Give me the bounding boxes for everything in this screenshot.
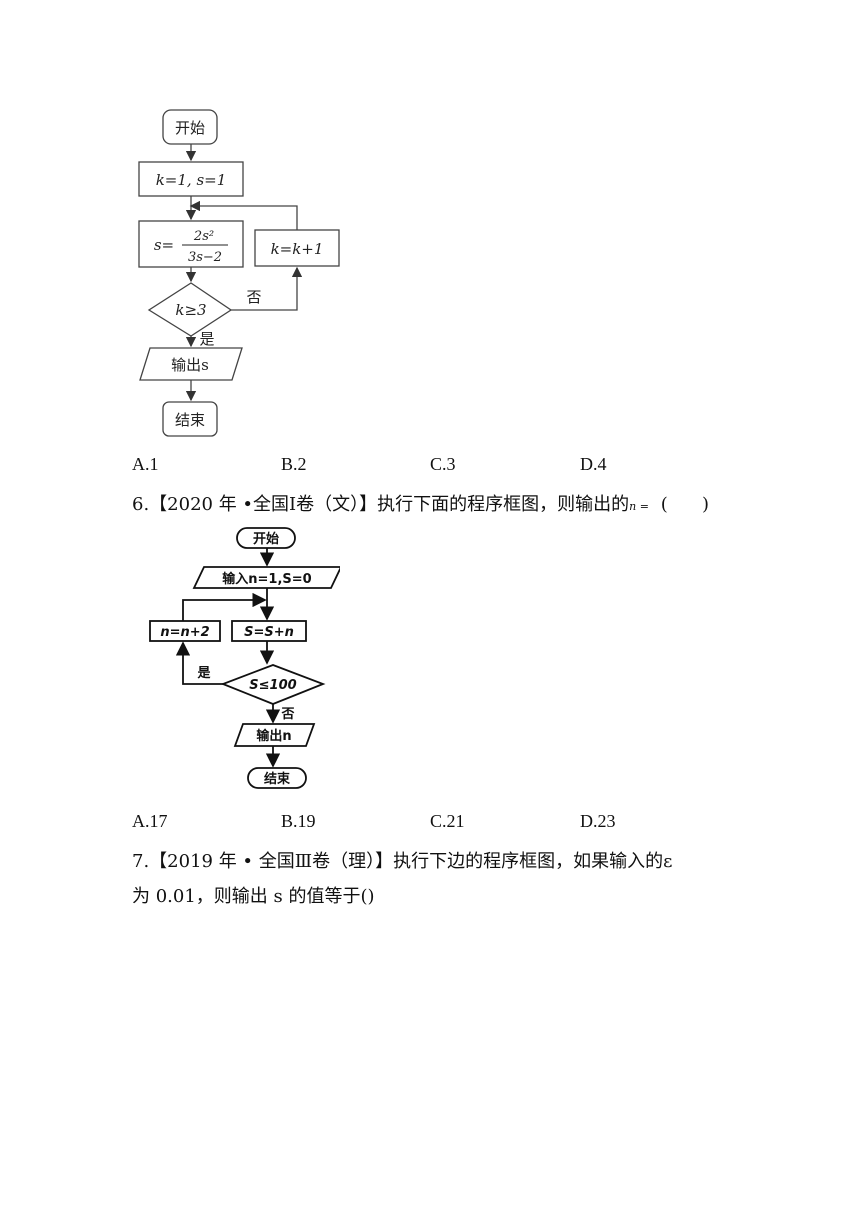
flowchart-2-condition-text: S≤100 xyxy=(249,678,296,693)
flowchart-1-init-text: k=1, s=1 xyxy=(156,171,227,189)
flowchart-1-condition-text: k≥3 xyxy=(175,301,206,319)
flowchart-1-assign-left: s= xyxy=(154,236,174,254)
flowchart-1-increment-text: k=k+1 xyxy=(271,240,324,258)
q5-option-b: B.2 xyxy=(281,454,307,474)
q5-option-a: A.1 xyxy=(132,454,159,474)
flowchart-2-start-box xyxy=(236,527,296,549)
flowchart-1-yes-label: 是 xyxy=(199,330,214,348)
flowchart-1-assign-den: 3s−2 xyxy=(188,250,222,265)
flowchart-2-output-text: 输出n xyxy=(256,728,291,744)
flowchart-1: 开始 k=1, s=1 s= 2s² 3s−2 k=k+1 k≥3 否 是 输出… xyxy=(138,109,340,437)
flowchart-1-start-box xyxy=(162,109,218,145)
flowchart-1-end-text: 结束 xyxy=(175,411,205,429)
flowchart-2-input-text: 输入n=1,S=0 xyxy=(222,571,311,587)
flowchart-1-no-label: 否 xyxy=(246,288,261,306)
q5-option-d: D.4 xyxy=(580,454,607,474)
question-6-text: 6.【2020 年 •全国Ⅰ卷（文）】执行下面的程序框图，则输出的 xyxy=(132,494,630,515)
flowchart-2-accumulate-box xyxy=(231,620,307,642)
flowchart-2-increment-box xyxy=(149,620,221,642)
flowchart-2-increment-text: n=n+2 xyxy=(160,625,209,640)
flowchart-1-output-box xyxy=(139,347,243,381)
flowchart-2-end-text: 结束 xyxy=(264,771,291,787)
question-6-var: n = xyxy=(629,500,649,513)
question-6: 6.【2020 年 •全国Ⅰ卷（文）】执行下面的程序框图，则输出的n = ( ) xyxy=(132,490,709,516)
flowchart-2-no-label: 否 xyxy=(280,707,294,722)
question-7-line-2: 为 0.01，则输出 s 的值等于() xyxy=(132,886,375,907)
q6-option-b: B.19 xyxy=(281,811,316,831)
q6-option-d: D.23 xyxy=(580,811,616,831)
flowchart-1-output-text: 输出s xyxy=(171,356,209,374)
flowchart-2-start-text: 开始 xyxy=(253,531,279,547)
q6-option-c: C.21 xyxy=(430,811,465,831)
question-7-line-1: 7.【2019 年 • 全国Ⅲ卷（理）】执行下边的程序框图，如果输入的ε xyxy=(132,851,673,872)
flowchart-2-input-box xyxy=(192,566,340,589)
flowchart-2-end-box xyxy=(247,767,307,789)
flowchart-2: 开始 输入n=1,S=0 S=S+n n=n+2 S≤100 是 否 输出n 结… xyxy=(149,527,340,789)
flowchart-2-yes-label: 是 xyxy=(196,666,211,681)
flowchart-2-output-box xyxy=(233,723,316,747)
q5-option-c: C.3 xyxy=(430,454,456,474)
flowchart-2-accumulate-text: S=S+n xyxy=(244,625,294,640)
flowchart-1-start-text: 开始 xyxy=(175,119,205,137)
question-6-paren: ( ) xyxy=(660,494,710,515)
flowchart-1-end-box xyxy=(162,401,218,437)
q6-option-a: A.17 xyxy=(132,811,168,831)
flowchart-1-assign-num: 2s² xyxy=(193,229,214,244)
